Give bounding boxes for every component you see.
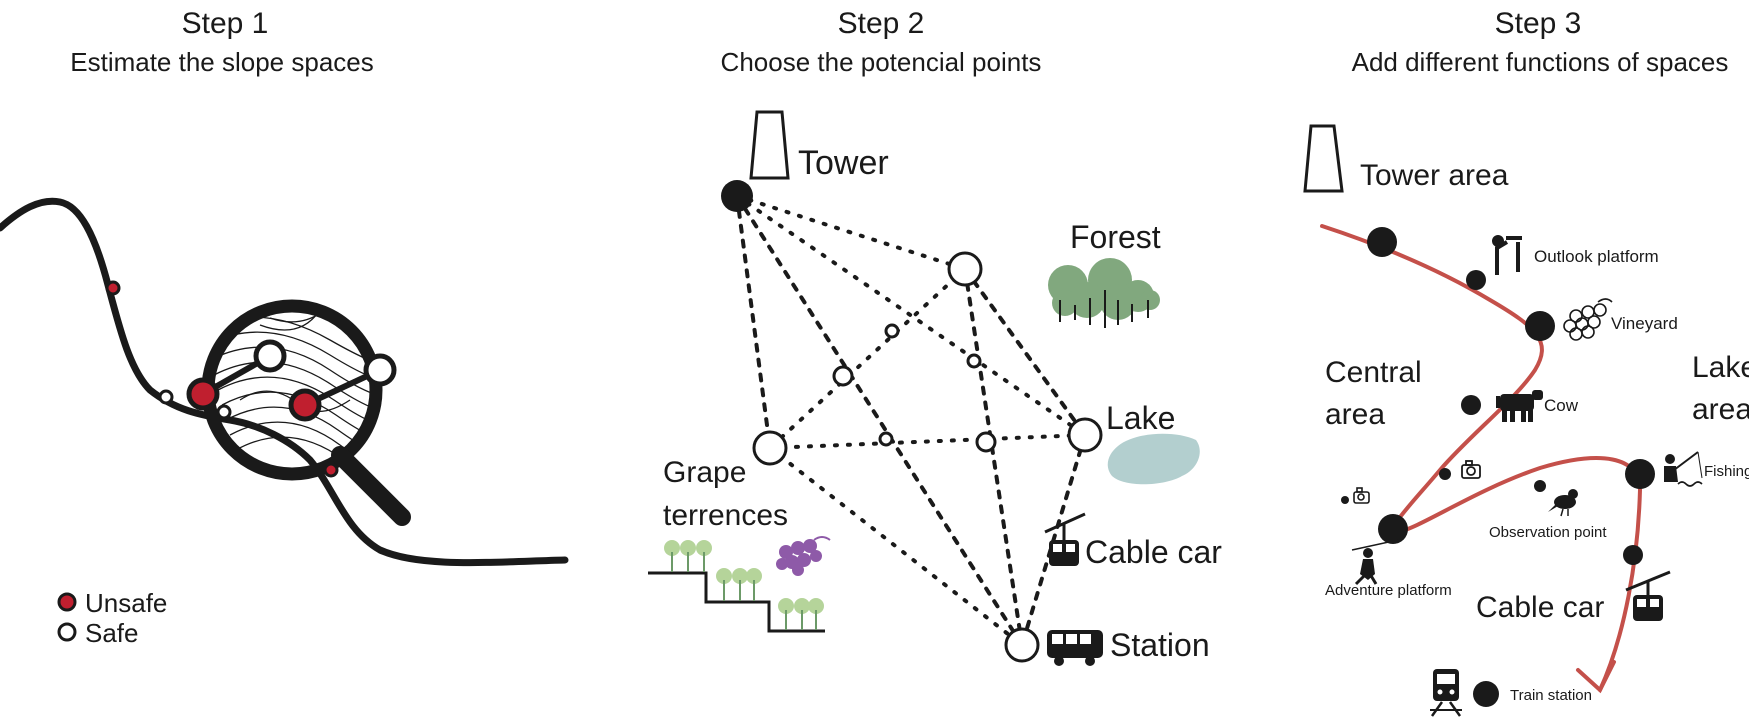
network-nodes	[752, 251, 1103, 663]
step3-panel: Step 3 Add different functions of spaces…	[1303, 7, 1749, 717]
step1-title: Step 1	[182, 7, 269, 40]
route-points	[1341, 227, 1655, 707]
bus-icon	[1047, 630, 1103, 666]
unsafe-point	[323, 462, 339, 478]
step3-title: Step 3	[1495, 7, 1582, 40]
safe-point-large	[253, 339, 287, 373]
node-grape	[752, 430, 788, 466]
safe-point	[158, 389, 174, 405]
node-mid	[878, 431, 894, 447]
step1-panel: Step 1 Estimate the slope spaces	[0, 7, 569, 648]
unsafe-point-large	[186, 377, 220, 411]
lake-area-label-line1: Lake	[1692, 351, 1749, 384]
point-center	[1439, 468, 1451, 480]
legend-unsafe-label: Unsafe	[85, 588, 167, 618]
grape-icon	[776, 536, 831, 576]
legend: Unsafe Safe	[57, 588, 167, 648]
train-icon	[1430, 669, 1462, 717]
fishing-icon	[1664, 451, 1703, 487]
step2-subtitle: Choose the potencial points	[721, 47, 1042, 77]
cable-car-label: Cable car	[1085, 534, 1222, 570]
terrace-trees	[664, 540, 824, 614]
tower-icon	[749, 110, 790, 180]
central-area-label-line1: Central	[1325, 356, 1422, 389]
forest-icon	[1048, 258, 1160, 320]
terrace-trunks	[671, 552, 817, 630]
point-left	[1341, 496, 1349, 504]
tower-label: Tower	[798, 144, 889, 182]
outlook-label: Outlook platform	[1534, 247, 1659, 266]
point-vineyard	[1525, 311, 1555, 341]
lake-area-label-line2: area	[1692, 393, 1749, 426]
train-station-label: Train station	[1510, 687, 1592, 704]
central-area-label-line2: area	[1325, 398, 1385, 431]
magnifier-handle	[331, 446, 411, 526]
point-train	[1473, 681, 1499, 707]
point-observation	[1534, 480, 1546, 492]
fishing-label: Fishing	[1704, 463, 1749, 480]
point-cable	[1623, 545, 1643, 565]
step2-panel: Step 2 Choose the potencial points Tower	[648, 7, 1222, 666]
lake-label: Lake	[1106, 400, 1175, 436]
grape-label-line2: terrences	[663, 499, 788, 532]
point-fishing	[1625, 459, 1655, 489]
grape-label-line1: Grape	[663, 456, 746, 489]
adventure-icon	[1351, 539, 1399, 586]
node-forest	[947, 251, 983, 287]
cow-icon	[1496, 390, 1543, 422]
tower-node	[721, 180, 753, 212]
camera-icon	[1461, 460, 1481, 479]
observation-label: Observation point	[1489, 524, 1607, 541]
bird-icon	[1548, 489, 1578, 517]
legend-unsafe-marker	[57, 592, 77, 612]
step3-subtitle: Add different functions of spaces	[1352, 47, 1729, 77]
forest-label: Forest	[1070, 219, 1161, 255]
node-station	[1004, 627, 1040, 663]
point-tower	[1367, 227, 1397, 257]
node-mid	[975, 431, 997, 453]
safe-point	[216, 404, 232, 420]
node-mid	[966, 353, 982, 369]
safe-point-large	[363, 353, 397, 387]
camera-icon	[1353, 487, 1370, 504]
node-lake	[1067, 417, 1103, 453]
point-cow	[1461, 395, 1481, 415]
binoculars-icon	[1492, 235, 1522, 275]
step1-subtitle: Estimate the slope spaces	[70, 47, 374, 77]
cow-label: Cow	[1544, 396, 1579, 415]
point-adventure	[1378, 514, 1408, 544]
tower-area-label: Tower area	[1360, 159, 1509, 192]
node-mid	[832, 365, 854, 387]
terrace-steps	[648, 571, 825, 633]
route-arrow-head	[1576, 660, 1616, 694]
adventure-label: Adventure platform	[1325, 582, 1452, 599]
cable-car-icon	[1625, 570, 1671, 621]
step2-title: Step 2	[838, 7, 925, 40]
station-label: Station	[1110, 627, 1210, 663]
unsafe-point	[105, 280, 121, 296]
vineyard-icon	[1563, 298, 1613, 341]
cable-car-icon	[1044, 512, 1086, 566]
legend-safe-label: Safe	[85, 618, 139, 648]
contour-lines	[214, 312, 370, 468]
point-outlook	[1466, 270, 1486, 290]
cable-car-area-label: Cable car	[1476, 591, 1604, 624]
legend-safe-marker	[57, 622, 77, 642]
vineyard-label: Vineyard	[1611, 314, 1678, 333]
tower-area-icon	[1303, 124, 1344, 193]
network-lines	[735, 194, 1087, 647]
forest-trunks	[1059, 290, 1149, 328]
node-mid	[884, 323, 900, 339]
lake-icon	[1107, 433, 1200, 485]
unsafe-point-large	[288, 388, 322, 422]
slope-curve	[0, 197, 569, 567]
